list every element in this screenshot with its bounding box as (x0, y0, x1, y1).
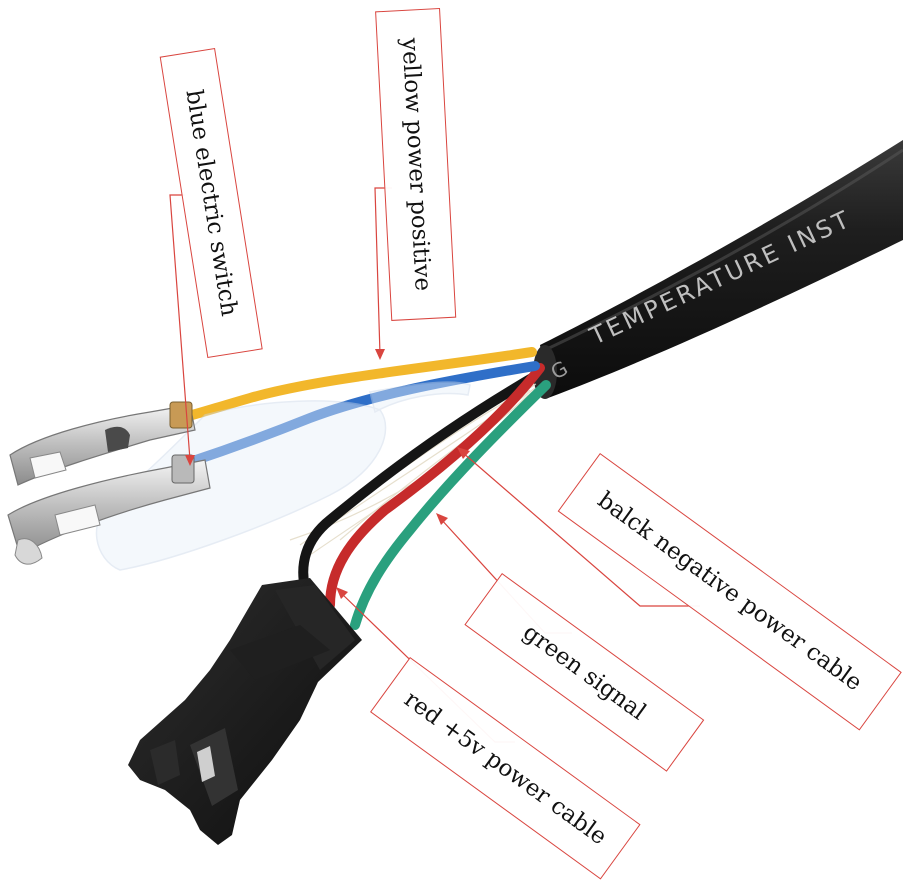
wire-black (298, 373, 537, 593)
wire-yellow (175, 347, 537, 423)
connector-plug (128, 578, 362, 845)
wires (175, 347, 551, 630)
leader-black (461, 451, 700, 607)
wire-red (325, 363, 545, 610)
label-yellow-power-positive: yellow power positive (396, 37, 436, 292)
leader-blue (169, 194, 191, 461)
wire-blue (185, 361, 540, 467)
cable-sheath: TEMPERATURE INST G (533, 140, 903, 399)
wire-green (350, 380, 551, 630)
terminal-yellow (9, 401, 196, 486)
leader-arrows (185, 349, 470, 599)
